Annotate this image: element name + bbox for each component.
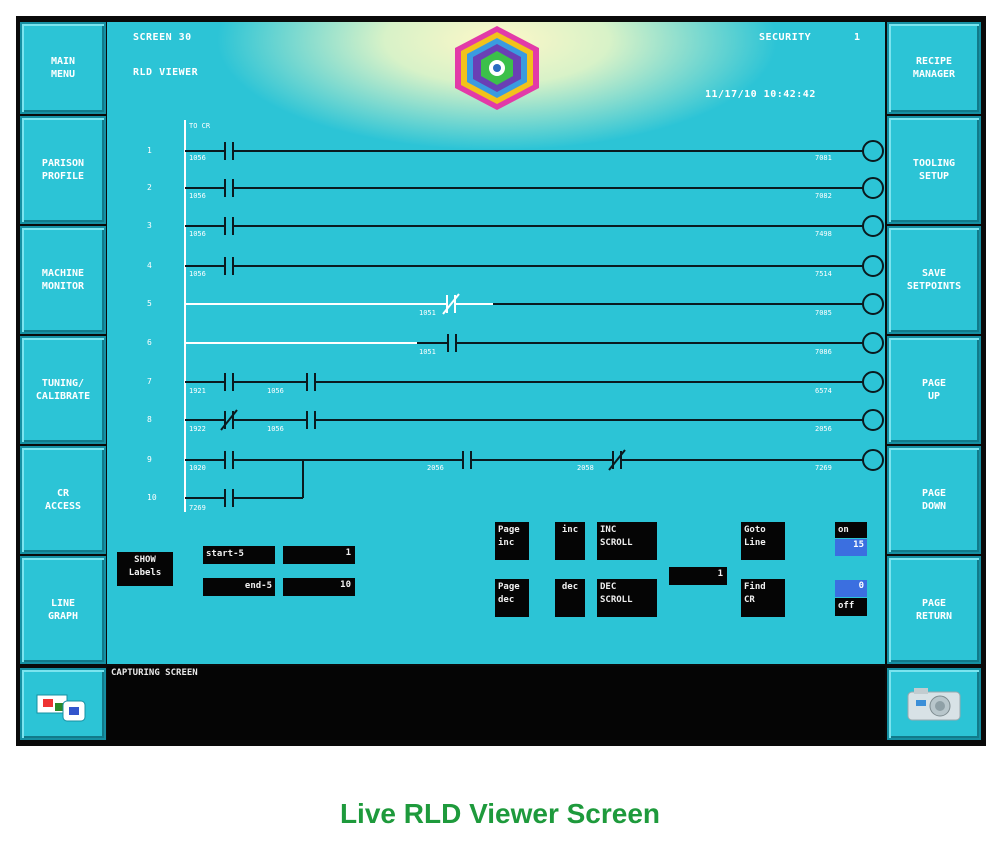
end-label: end-5 (203, 578, 275, 596)
find-cr-button[interactable]: Find CR (741, 579, 785, 617)
contact-address: 1056 (189, 192, 206, 200)
contact-address: 1056 (267, 425, 284, 433)
coil-address: 7085 (815, 309, 832, 317)
contact-address: 2056 (427, 464, 444, 472)
status-message: CAPTURING SCREEN (111, 668, 198, 678)
on-label: on (835, 522, 867, 538)
off-toggle[interactable]: 0 (835, 580, 867, 597)
dec-button[interactable]: dec (555, 579, 585, 617)
camera-button[interactable] (887, 668, 981, 740)
save-setpoints-button[interactable]: SAVE SETPOINTS (887, 226, 981, 334)
hexagon-logo (455, 26, 539, 110)
camera-icon (907, 688, 961, 721)
datetime: 11/17/10 10:42:42 (705, 89, 816, 100)
contact-address: 2058 (577, 464, 594, 472)
security-label: SECURITY (759, 32, 812, 43)
start-label: start-5 (203, 546, 275, 564)
off-label: off (835, 598, 867, 616)
line-graph-button[interactable]: LINE GRAPH (20, 556, 106, 664)
viewer-label: RLD VIEWER (133, 67, 199, 78)
figure-caption: Live RLD Viewer Screen (339, 798, 661, 829)
shapes-icon (36, 694, 86, 722)
rung-number: 6 (147, 338, 152, 347)
ladder-diagram (184, 120, 884, 512)
recipe-manager-button[interactable]: RECIPE MANAGER (887, 22, 981, 114)
contact-address: 1051 (419, 309, 436, 317)
rung-number: 7 (147, 377, 152, 386)
dec-scroll-button[interactable]: DEC SCROLL (597, 579, 657, 617)
page-down-button[interactable]: PAGE DOWN (887, 446, 981, 554)
page-dec-button[interactable]: Page dec (495, 579, 529, 617)
tooling-setup-button[interactable]: TOOLING SETUP (887, 116, 981, 224)
page-inc-button[interactable]: Page inc (495, 522, 529, 560)
contact-address: 1056 (189, 154, 206, 162)
contact-address: 7269 (189, 504, 206, 512)
rung-number: 1 (147, 146, 152, 155)
start-field[interactable]: 1 (283, 546, 355, 564)
goto-line-button[interactable]: Goto Line (741, 522, 785, 560)
contact-address: 1922 (189, 425, 206, 433)
rung-number: 5 (147, 299, 152, 308)
coil-address: 2056 (815, 425, 832, 433)
coil-address: 7514 (815, 270, 832, 278)
contact-address: 1051 (419, 348, 436, 356)
show-labels-button[interactable]: SHOW Labels (117, 552, 173, 586)
rung-number: 9 (147, 455, 152, 464)
machine-monitor-button[interactable]: MACHINE MONITOR (20, 226, 106, 334)
security-value: 1 (854, 32, 861, 43)
rung-number: 8 (147, 415, 152, 424)
inc-button[interactable]: inc (555, 522, 585, 560)
cr-access-button[interactable]: CR ACCESS (20, 446, 106, 554)
to-cr-label: TO CR (189, 122, 211, 130)
page-up-button[interactable]: PAGE UP (887, 336, 981, 444)
screen-label: SCREEN 30 (133, 32, 192, 43)
end-field[interactable]: 10 (283, 578, 355, 596)
rung-number: 2 (147, 183, 152, 192)
contact-address: 1056 (189, 270, 206, 278)
coil-address: 7081 (815, 154, 832, 162)
rung-number: 3 (147, 221, 152, 230)
rung-number: 4 (147, 261, 152, 270)
coil-address: 7269 (815, 464, 832, 472)
parison-profile-button[interactable]: PARISON PROFILE (20, 116, 106, 224)
scroll-value-field[interactable]: 1 (669, 567, 727, 585)
coil-address: 7086 (815, 348, 832, 356)
page-return-button[interactable]: PAGE RETURN (887, 556, 981, 664)
inc-scroll-button[interactable]: INC SCROLL (597, 522, 657, 560)
contact-address: 1056 (189, 230, 206, 238)
coil-address: 7082 (815, 192, 832, 200)
on-toggle[interactable]: 15 (835, 539, 867, 556)
tuning-calibrate-button[interactable]: TUNING/ CALIBRATE (20, 336, 106, 444)
coil-address: 6574 (815, 387, 832, 395)
coil-address: 7498 (815, 230, 832, 238)
rung-number: 10 (147, 493, 157, 502)
main-menu-button[interactable]: MAIN MENU (20, 22, 106, 114)
contact-address: 1921 (189, 387, 206, 395)
shapes-icon-button[interactable] (20, 668, 106, 740)
status-bar: CAPTURING SCREEN (107, 666, 885, 740)
contact-address: 1020 (189, 464, 206, 472)
contact-address: 1056 (267, 387, 284, 395)
main-panel: SCREEN 30 RLD VIEWER SECURITY 1 11/17/10… (107, 22, 885, 664)
